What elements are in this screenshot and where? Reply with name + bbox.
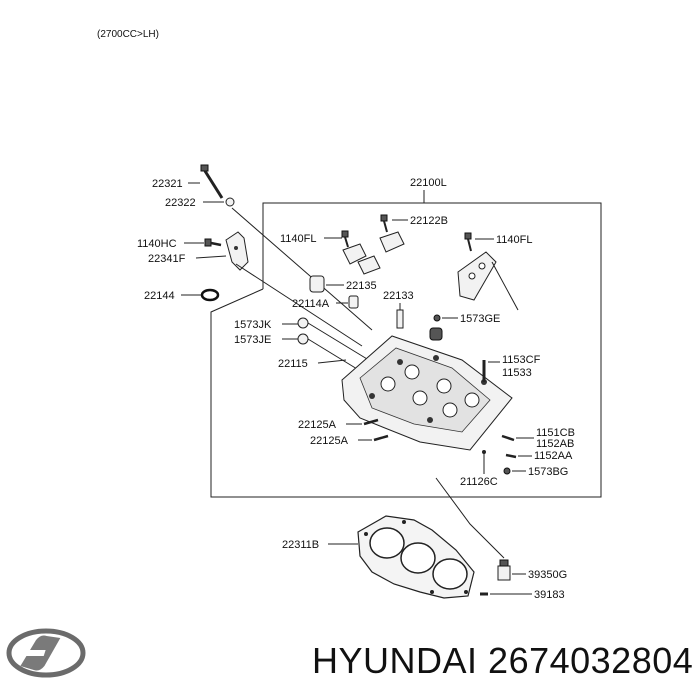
label-22125A-2: 22125A (310, 435, 349, 447)
bracket-22341F-icon (225, 231, 249, 271)
washer-22322-icon (225, 197, 235, 207)
label-1153CF: 1153CF (502, 354, 541, 366)
label-22122B: 22122B (410, 215, 448, 227)
lifter-22135-icon (309, 275, 325, 293)
label-21126C: 21126C (460, 476, 498, 488)
label-39350G: 39350G (528, 569, 567, 581)
label-22114A: 22114A (292, 298, 330, 310)
label-22144: 22144 (144, 290, 175, 302)
bolt-1140FL-right-icon (464, 232, 472, 252)
sensor-39350G-icon (497, 559, 511, 581)
bolt-1151CB-icon (501, 434, 515, 442)
label-1573JK: 1573JK (234, 319, 272, 331)
label-22311B: 22311B (282, 539, 319, 551)
label-22135: 22135 (346, 280, 377, 292)
label-39183: 39183 (534, 589, 565, 601)
engine-note: (2700CC>LH) (97, 29, 159, 40)
label-1573BG: 1573BG (528, 466, 568, 478)
label-1573JE: 1573JE (234, 334, 271, 346)
leader-sensor (435, 477, 505, 559)
label-22133: 22133 (383, 290, 414, 302)
cylinder-head-icon (341, 335, 513, 451)
label-1140FL-right: 1140FL (496, 234, 533, 246)
brand-name: HYUNDAI (312, 640, 478, 681)
plug-1573BG-icon (503, 467, 511, 475)
label-1573GE: 1573GE (460, 313, 500, 325)
plug-1573JE-icon (297, 333, 309, 345)
cam-carrier-icon (457, 251, 497, 301)
valve-guide-22114A-icon (348, 295, 359, 309)
label-1140FL-left: 1140FL (280, 233, 317, 245)
label-1152AB: 1152AB (536, 438, 574, 450)
cam-cap-left-icon (342, 231, 405, 275)
hyundai-logo-icon (6, 628, 86, 678)
brand-part-number: HYUNDAI 2674032804 (312, 640, 694, 690)
bolt-22125A-2-icon (373, 434, 389, 442)
bolt-22321-icon (200, 164, 224, 199)
label-22100L: 22100L (410, 177, 447, 189)
bolt-22122B-icon (380, 214, 388, 233)
seal-22144-icon (200, 288, 220, 302)
bolt-1152AA-icon (505, 453, 517, 459)
label-22321: 22321 (152, 178, 183, 190)
label-22322: 22322 (165, 197, 196, 209)
head-gasket-22311B-icon (357, 515, 475, 599)
bolt-1140FL-left-icon (341, 230, 349, 248)
dowel-22133-icon (396, 309, 404, 329)
label-22115: 22115 (278, 358, 308, 370)
label-1140HC: 1140HC (137, 238, 177, 250)
label-1151CB: 1151CB (536, 427, 575, 439)
part-number: 2674032804 (488, 640, 694, 681)
label-1152AA: 1152AA (534, 450, 573, 462)
label-22341F: 22341F (148, 253, 186, 265)
bolt-22125A-1-icon (363, 418, 379, 426)
assembly-frame (210, 202, 602, 498)
plug-1573GE-icon (429, 314, 443, 341)
plug-1573JK-icon (297, 317, 309, 329)
label-11533: 11533 (502, 367, 532, 379)
bolt-1140HC-icon (204, 238, 222, 247)
label-22125A-1: 22125A (298, 419, 337, 431)
